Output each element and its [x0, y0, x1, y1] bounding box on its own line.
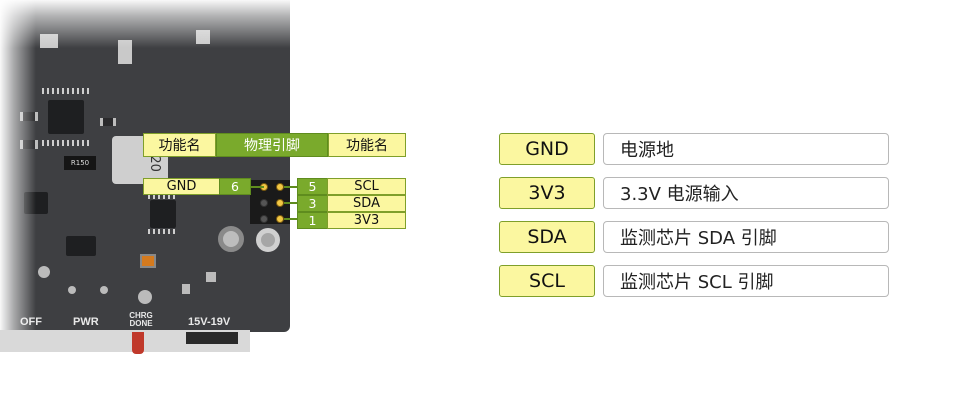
pin-5-number-text: 5 — [308, 179, 317, 194]
pcb-test-pad — [206, 272, 216, 282]
pin-6-function-text: GND — [166, 179, 197, 194]
pin-6-number-text: 6 — [231, 179, 239, 194]
right-function-header: 功能名 — [328, 133, 406, 157]
pcb-ic-pins — [42, 140, 90, 146]
pin-3-number: 3 — [297, 195, 328, 212]
physical-pin-header: 物理引脚 — [216, 133, 328, 157]
legend-desc-text: 电源地 — [620, 140, 674, 161]
legend-key-sda: SDA — [499, 221, 595, 253]
legend-desc-3v3: 3.3V 电源输入 — [603, 177, 889, 209]
silk-chrg-label: CHRG DONE — [126, 312, 156, 328]
power-jack — [218, 226, 244, 252]
power-jack — [256, 228, 280, 252]
pcb-mosfet — [66, 236, 96, 256]
pcb-test-pad — [100, 286, 108, 294]
pcb-capacitor — [140, 254, 156, 268]
header-pin-5 — [276, 183, 284, 191]
pcb-test-pad — [38, 266, 50, 278]
silk-off-label: OFF — [20, 316, 42, 328]
pcb-small-chip — [150, 200, 176, 228]
pin-6-function-label: GND — [143, 178, 220, 195]
header-pin-4 — [260, 199, 268, 207]
pin-5-function-label: SCL — [327, 178, 406, 195]
legend-desc-text: 监测芯片 SDA 引脚 — [620, 228, 777, 249]
board-connector — [186, 332, 238, 344]
pcb-smd-part — [20, 140, 38, 149]
left-function-header-text: 功能名 — [158, 138, 201, 154]
legend-desc-sda: 监测芯片 SDA 引脚 — [603, 221, 889, 253]
pcb-pad — [118, 40, 132, 64]
pcb-test-pad — [68, 286, 76, 294]
header-pin-3 — [276, 199, 284, 207]
legend-desc-gnd: 电源地 — [603, 133, 889, 165]
pin-1-function-label: 3V3 — [327, 212, 406, 229]
legend-desc-scl: 监测芯片 SCL 引脚 — [603, 265, 889, 297]
pin-3-function-label: SDA — [327, 195, 406, 212]
pin-1-number: 1 — [297, 212, 328, 229]
pin-6-number: 6 — [219, 178, 251, 195]
pcb-ic-pins — [148, 229, 178, 234]
pin-1-number-text: 1 — [308, 213, 317, 228]
pcb-smd-part — [20, 112, 38, 121]
left-function-header: 功能名 — [143, 133, 216, 157]
pcb-resistor: R150 — [64, 156, 96, 170]
pin-3-function-text: SDA — [353, 196, 380, 211]
pcb-small-chip — [24, 192, 48, 214]
right-function-header-text: 功能名 — [346, 138, 388, 154]
legend-key-3v3: 3V3 — [499, 177, 595, 209]
legend-desc-text: 监测芯片 SCL 引脚 — [620, 272, 774, 293]
physical-pin-header-text: 物理引脚 — [244, 138, 300, 154]
pcb-pad — [196, 30, 210, 44]
legend-key-gnd: GND — [499, 133, 595, 165]
pcb-pad — [40, 34, 58, 48]
silk-pwr-label: PWR — [73, 316, 99, 328]
legend-desc-text: 3.3V 电源输入 — [620, 184, 739, 205]
pcb-test-pad — [138, 290, 152, 304]
pcb-ic-pins — [42, 88, 90, 94]
board-led — [132, 332, 144, 354]
resistor-label: R150 — [70, 159, 90, 167]
silk-chrg-line2: DONE — [129, 319, 153, 328]
silk-voltage-label: 15V-19V — [188, 316, 231, 328]
pin-3-number-text: 3 — [308, 196, 317, 211]
legend-key-text: GND — [525, 138, 569, 160]
pin-5-function-text: SCL — [354, 179, 379, 194]
pin-5-number: 5 — [297, 178, 328, 195]
legend-key-text: SDA — [527, 226, 567, 248]
pcb-test-pad — [182, 284, 190, 294]
legend-key-text: SCL — [529, 270, 565, 292]
pin-1-function-text: 3V3 — [353, 213, 380, 228]
header-pin-1 — [276, 215, 284, 223]
legend-key-text: 3V3 — [528, 182, 566, 204]
pcb-board-photo: R150 220 OFF PWR CHRG DONE 15V-19V — [0, 0, 290, 332]
pcb-ic-chip — [48, 100, 84, 134]
legend-key-scl: SCL — [499, 265, 595, 297]
pcb-smd-part — [100, 118, 116, 126]
header-pin-2 — [260, 215, 268, 223]
pin-leader-lines — [250, 186, 298, 220]
